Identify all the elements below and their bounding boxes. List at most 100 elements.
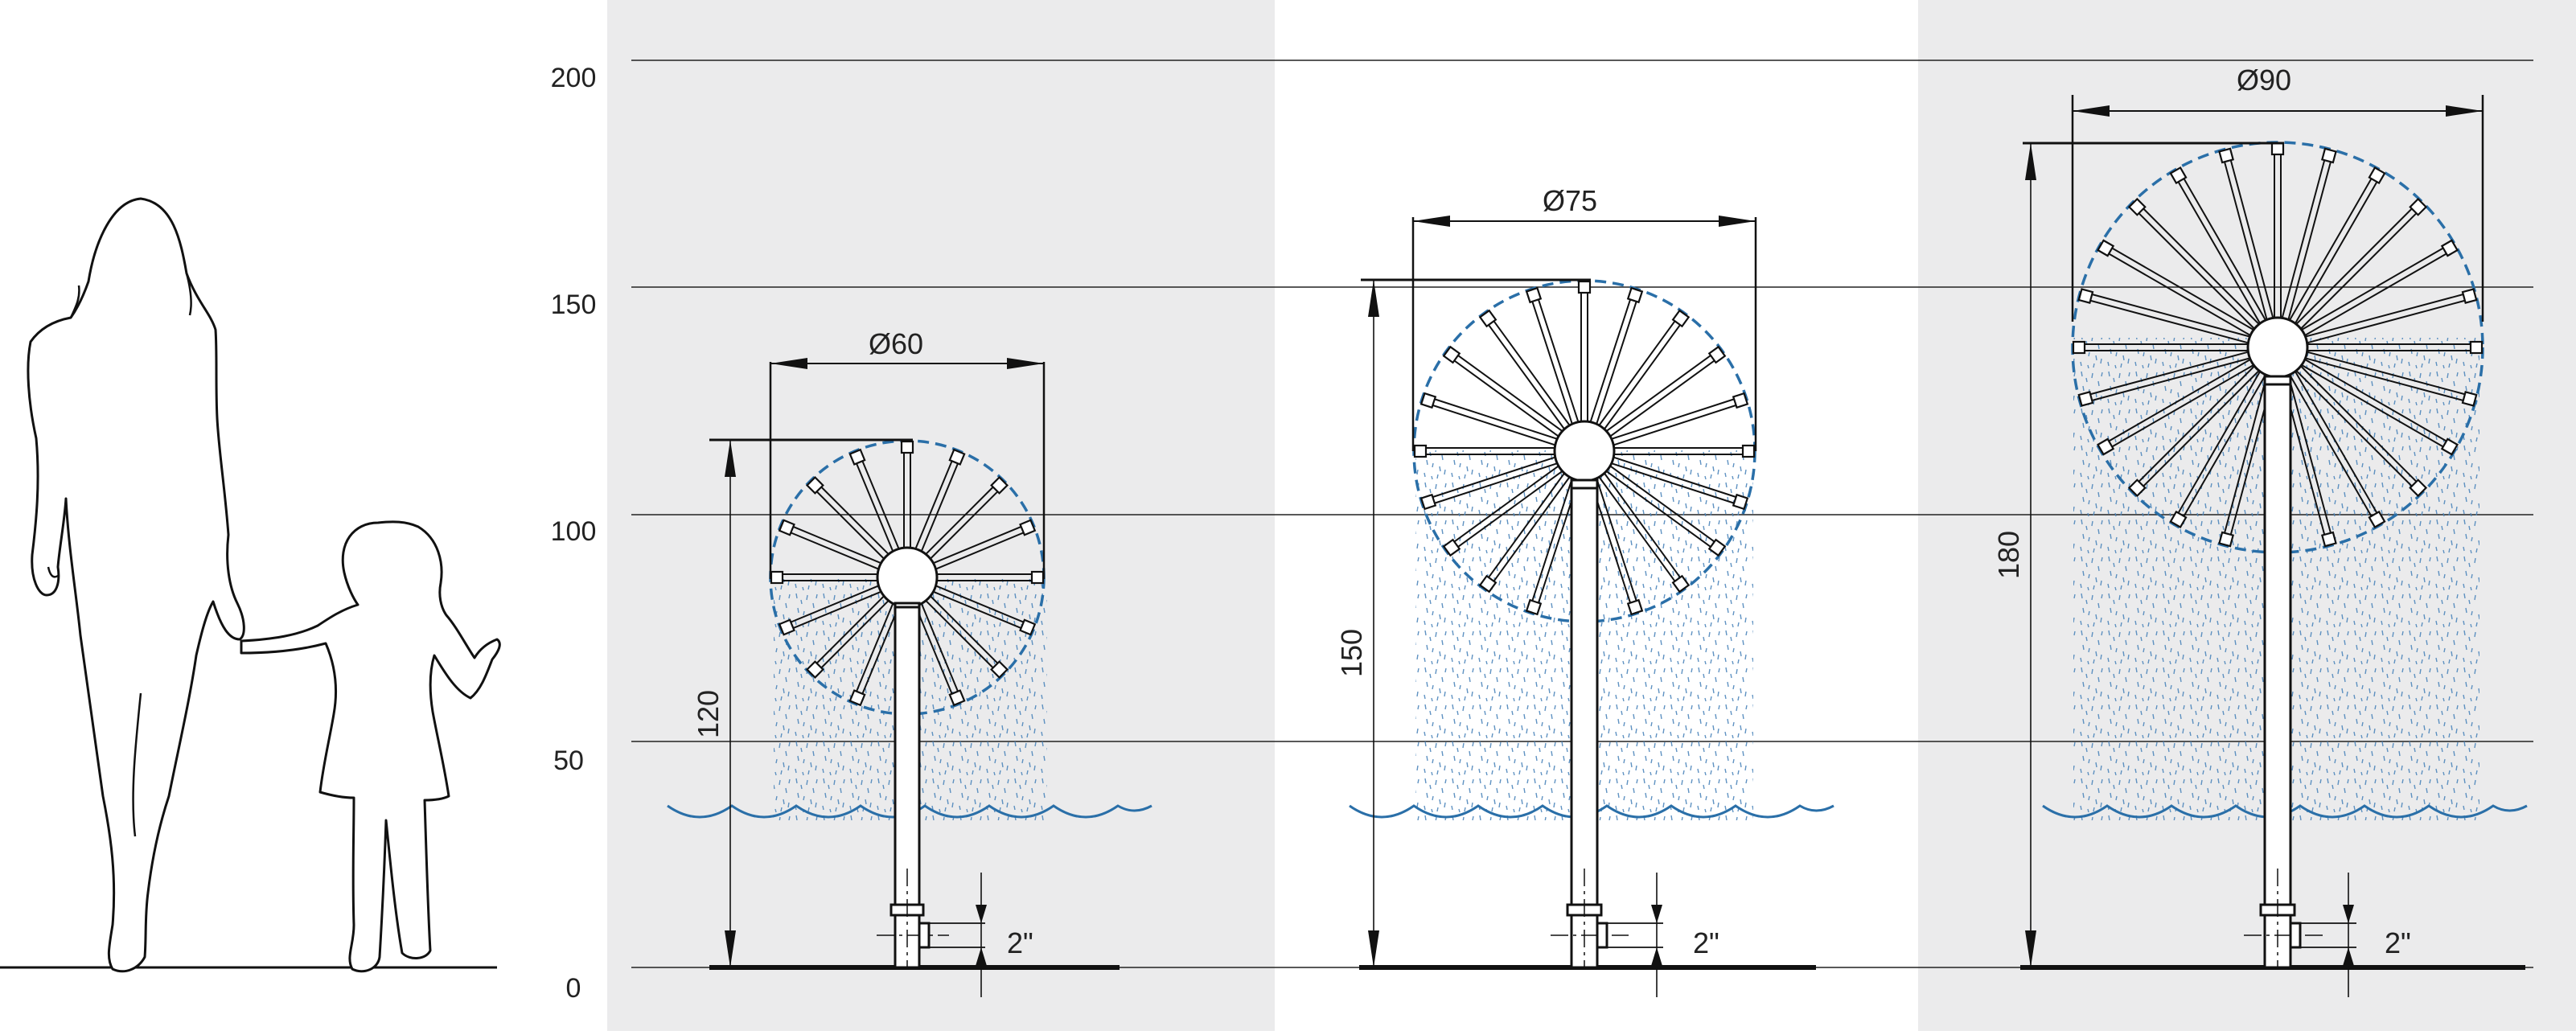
nozzle-2-14 (1442, 538, 1461, 557)
nozzle-2-1 (1577, 280, 1592, 294)
spoke-2-5 (1610, 398, 1737, 446)
spoke-2-7 (1610, 456, 1737, 504)
width-arrow-right-2 (1719, 216, 1756, 227)
spoke-2-16 (1425, 447, 1555, 455)
spoke-2-2 (1589, 298, 1637, 425)
nozzle-1-15 (805, 475, 824, 495)
nozzle-2-13 (1478, 574, 1498, 593)
nozzle-2-7 (1732, 493, 1749, 511)
nozzle-3-11 (2368, 510, 2386, 528)
nozzle-1-2 (948, 448, 966, 466)
height-arrow-top-1 (725, 440, 736, 477)
spoke-1-11 (816, 594, 890, 669)
adult-silhouette-icon (27, 197, 245, 973)
nozzle-3-6 (2461, 288, 2478, 304)
spoke-2-4 (1605, 354, 1716, 437)
nozzle-1-11 (805, 660, 824, 680)
spoke-2-20 (1531, 298, 1580, 425)
height-arrow-top-2 (1368, 280, 1379, 317)
nozzle-3-9 (2440, 437, 2459, 456)
nozzle-2-5 (1732, 392, 1749, 409)
height-arrow-bottom-3 (2025, 930, 2036, 967)
width-arrow-left-3 (2073, 105, 2110, 117)
nozzle-2-6 (1741, 444, 1756, 458)
nozzle-2-18 (1442, 345, 1461, 364)
spoke-3-3 (2288, 177, 2378, 325)
nozzle-3-3 (2368, 166, 2386, 185)
water-wave-3 (2042, 804, 2528, 819)
spoke-1-12 (789, 585, 882, 630)
spoke-3-15 (2177, 370, 2267, 518)
spoke-1-10 (855, 602, 900, 696)
spoke-3-17 (2107, 358, 2255, 448)
nozzle-3-4 (2409, 197, 2428, 216)
spoke-2-17 (1432, 398, 1559, 446)
spoke-1-5 (936, 573, 1033, 581)
nozzle-2-10 (1626, 598, 1644, 616)
spoke-1-8 (914, 602, 959, 696)
spoke-1-13 (782, 573, 878, 581)
nozzle-1-8 (948, 689, 966, 707)
adult-detail-lines (47, 273, 192, 837)
height-arrow-bottom-2 (1368, 930, 1379, 967)
scale-label-50: 50 (553, 745, 584, 776)
inlet-2 (1596, 922, 1608, 949)
nozzle-3-5 (2440, 239, 2459, 257)
nozzle-3-20 (2077, 288, 2094, 304)
spoke-3-23 (2177, 177, 2267, 325)
spoke-1-7 (924, 594, 999, 669)
nozzle-1-12 (778, 618, 795, 636)
spoke-3-24 (2223, 158, 2274, 321)
nozzle-2-15 (1419, 493, 1437, 511)
width-arrow-left-2 (1413, 216, 1450, 227)
inlet-arrow-down-1 (976, 905, 987, 923)
spoke-1-14 (789, 525, 882, 570)
water-wave-2 (1349, 804, 1834, 819)
nozzle-2-8 (1707, 538, 1727, 557)
nozzle-3-23 (2169, 166, 2188, 185)
child-silhouette-icon (240, 520, 501, 973)
spoke-3-2 (2281, 158, 2332, 321)
pipe-size-label-1: 2" (1007, 926, 1033, 959)
diameter-label-2: Ø75 (1543, 184, 1597, 217)
nozzle-1-4 (1019, 519, 1037, 536)
nozzle-1-7 (990, 660, 1009, 680)
nozzle-3-10 (2409, 478, 2428, 498)
inlet-arrow-up-1 (976, 947, 987, 966)
spoke-1-6 (932, 585, 1025, 630)
spoke-2-3 (1598, 319, 1682, 430)
nozzle-1-14 (778, 519, 795, 536)
nozzle-1-13 (770, 570, 784, 585)
spoke-3-16 (2138, 364, 2261, 487)
inlet-arrow-up-3 (2343, 947, 2354, 966)
nozzle-3-12 (2321, 531, 2337, 548)
height-label-3: 180 (1992, 531, 2025, 579)
nozzle-1-1 (900, 440, 914, 454)
nozzle-1-3 (990, 475, 1009, 495)
nozzle-3-19 (2072, 340, 2086, 355)
spoke-3-4 (2295, 207, 2418, 331)
nozzle-3-2 (2321, 147, 2337, 164)
spoke-2-6 (1613, 447, 1744, 455)
pipe-size-label-3: 2" (2385, 926, 2411, 959)
nozzle-2-19 (1478, 309, 1498, 328)
pipe-2 (1570, 478, 1599, 969)
spoke-2-13 (1487, 472, 1571, 583)
nozzle-2-12 (1525, 598, 1543, 616)
height-label-2: 150 (1335, 629, 1368, 677)
pipe-size-label-2: 2" (1693, 926, 1719, 959)
spoke-2-1 (1580, 292, 1588, 422)
nozzle-2-3 (1671, 309, 1691, 328)
spoke-2-14 (1452, 465, 1563, 548)
diameter-label-1: Ø60 (869, 327, 923, 360)
nozzle-1-6 (1019, 618, 1037, 636)
spoke-1-15 (816, 486, 890, 561)
diameter-label-3: Ø90 (2237, 64, 2291, 97)
spoke-1-3 (924, 486, 999, 561)
nozzle-3-1 (2270, 142, 2285, 156)
nozzle-3-24 (2218, 147, 2234, 164)
nozzle-2-16 (1413, 444, 1428, 458)
spoke-3-18 (2089, 351, 2251, 402)
spoke-3-20 (2089, 293, 2251, 344)
